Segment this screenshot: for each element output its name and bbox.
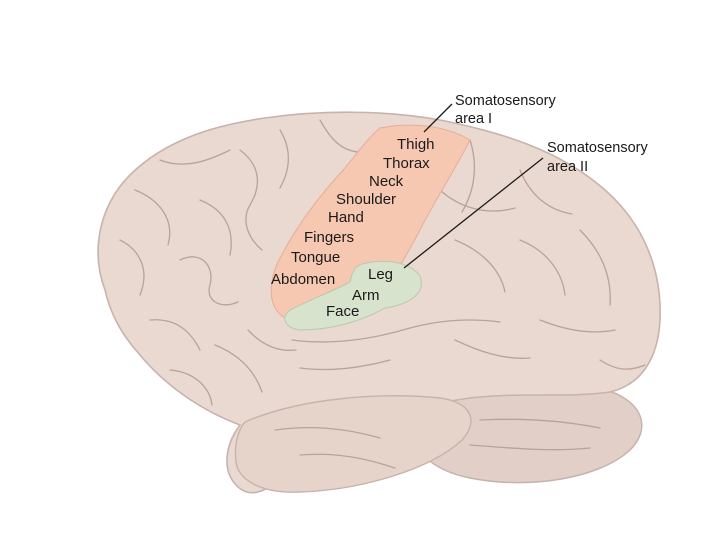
callout-area-2-line1: Somatosensory [547, 140, 648, 156]
somatosensory-area-2-region [284, 260, 422, 331]
label-neck: Neck [369, 173, 404, 190]
label-abdomen: Abdomen [271, 271, 335, 288]
gyri-folds [119, 119, 646, 469]
callout-area-1-line1: Somatosensory [455, 93, 556, 109]
callout-somatosensory-area-1: Somatosensory area I [455, 93, 556, 127]
area-1-body-labels: Thigh Thorax Neck Shoulder Hand Fingers … [271, 136, 435, 288]
leader-line-area-2 [403, 157, 544, 269]
label-thorax: Thorax [383, 155, 430, 172]
temporal-lobe [234, 395, 472, 493]
area-2-body-labels: Leg Arm Face [326, 266, 393, 320]
label-face: Face [326, 303, 359, 320]
label-leg: Leg [368, 266, 393, 283]
callout-area-2-line2: area II [547, 159, 588, 175]
label-hand: Hand [328, 209, 364, 226]
callout-area-1-line2: area I [455, 111, 492, 127]
label-thigh: Thigh [397, 136, 435, 153]
label-tongue: Tongue [291, 249, 340, 266]
leader-line-area-1 [423, 103, 453, 133]
label-fingers: Fingers [304, 229, 354, 246]
callout-somatosensory-area-2: Somatosensory area II [547, 140, 648, 175]
label-shoulder: Shoulder [336, 191, 396, 208]
label-arm: Arm [352, 287, 380, 304]
